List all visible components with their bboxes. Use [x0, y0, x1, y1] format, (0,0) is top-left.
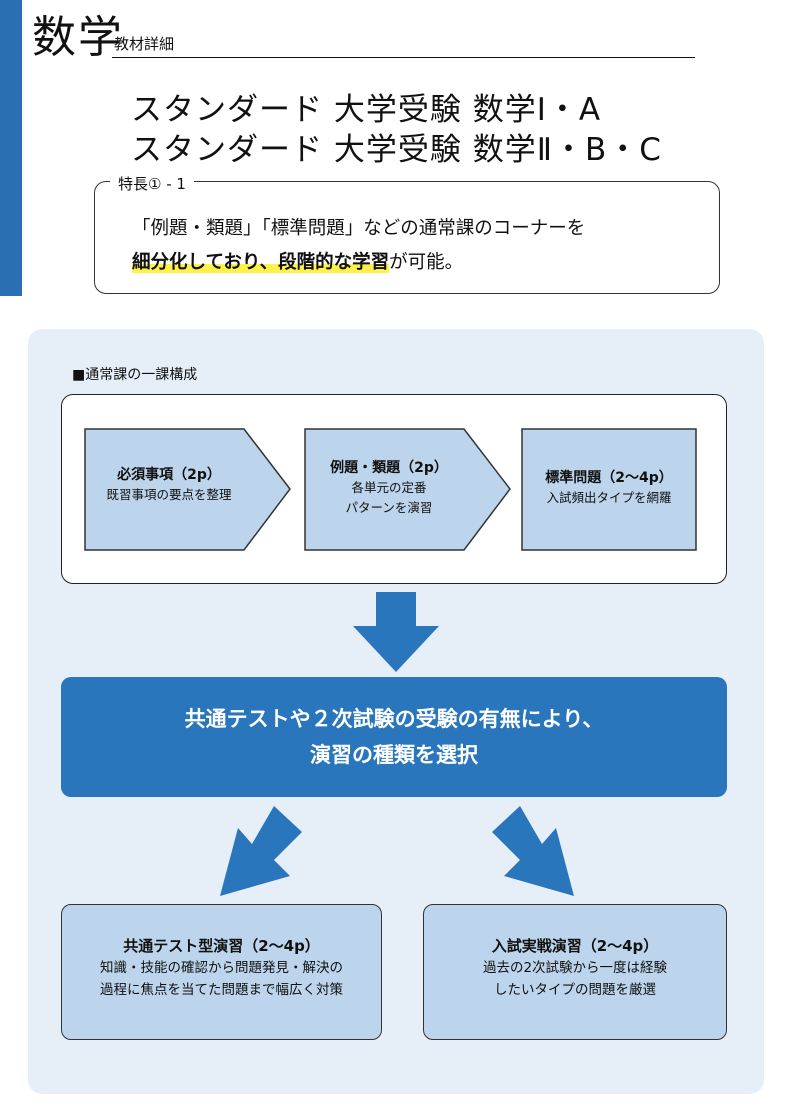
- step-3-title: 標準問題（2〜4p）: [545, 470, 673, 486]
- step-2-title: 例題・類題（2p）: [330, 460, 448, 476]
- down-right-arrow-icon: [492, 806, 574, 896]
- banner-line-2: 演習の種類を選択: [310, 743, 478, 767]
- feature-line-2: 細分化しており、段階的な学習が可能。: [132, 248, 463, 274]
- feature-box: [94, 181, 720, 294]
- option-2-title: 入試実戦演習（2〜4p）: [491, 937, 659, 955]
- feature-line-1: 「例題・類題」「標準問題」などの通常課のコーナーを: [132, 218, 586, 239]
- step-1-desc: 既習事項の要点を整理: [106, 487, 232, 502]
- selection-banner: 共通テストや２次試験の受験の有無により、 演習の種類を選択: [61, 677, 727, 797]
- step-2-text: 例題・類題（2p） 各単元の定番 パターンを演習: [304, 458, 474, 518]
- option-card-entrance-exam: 入試実戦演習（2〜4p） 過去の2次試験から一度は経験 したいタイプの問題を厳選: [423, 904, 727, 1040]
- step-3-desc: 入試頻出タイプを網羅: [546, 490, 672, 505]
- option-1-desc-1: 知識・技能の確認から問題発見・解決の: [100, 960, 343, 976]
- option-1-desc-2: 過程に焦点を当てた問題まで幅広く対策: [100, 982, 343, 998]
- title-line-1: スタンダード 大学受験 数学Ⅰ・A: [131, 92, 602, 128]
- subject-color-bar: [0, 0, 22, 296]
- step-1-text: 必須事項（2p） 既習事項の要点を整理: [84, 465, 254, 505]
- option-card-common-test: 共通テスト型演習（2〜4p） 知識・技能の確認から問題発見・解決の 過程に焦点を…: [61, 904, 382, 1040]
- banner-line-1: 共通テストや２次試験の受験の有無により、: [184, 707, 604, 731]
- step-1-title: 必須事項（2p）: [117, 467, 221, 483]
- step-3-box: [521, 428, 697, 551]
- step-3-text: 標準問題（2〜4p） 入試頻出タイプを網羅: [523, 468, 695, 508]
- feature-highlight: 細分化しており、段階的な学習: [132, 252, 390, 273]
- down-left-arrow-icon: [220, 806, 302, 896]
- option-1-title: 共通テスト型演習（2〜4p）: [123, 937, 320, 955]
- step-2-desc-2: パターンを演習: [345, 500, 433, 515]
- feature-tag: 特長① - 1: [110, 173, 194, 194]
- option-2-desc-1: 過去の2次試験から一度は経験: [482, 960, 668, 976]
- subject-heading: 数学: [32, 12, 124, 63]
- header-divider: [112, 57, 695, 58]
- step-1-chevron: [84, 428, 291, 551]
- step-2-desc-1: 各単元の定番: [351, 480, 427, 495]
- detail-label: 教材詳細: [114, 35, 175, 53]
- option-2-desc-2: したいタイプの問題を厳選: [494, 982, 656, 998]
- title-line-2: スタンダード 大学受験 数学Ⅱ・B・C: [131, 132, 662, 168]
- down-arrow-icon: [353, 592, 439, 672]
- structure-label: ■通常課の一課構成: [72, 367, 198, 383]
- feature-line-2-rest: が可能。: [389, 252, 464, 273]
- step-2-chevron: [304, 428, 511, 551]
